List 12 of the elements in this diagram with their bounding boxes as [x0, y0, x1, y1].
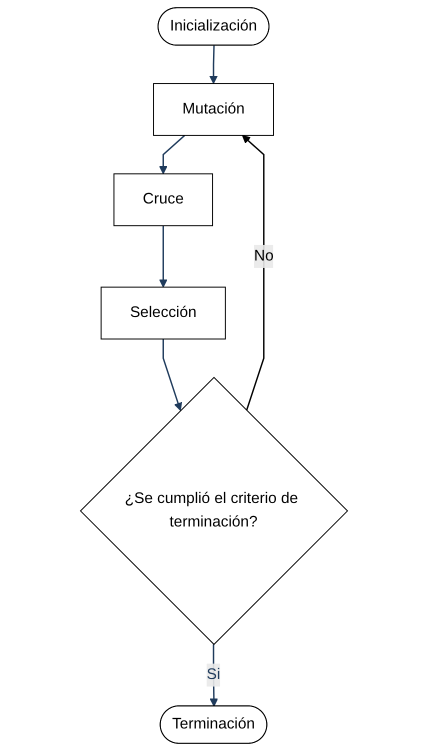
arrow	[162, 339, 182, 411]
arrow	[159, 226, 168, 288]
edge-label: Si	[206, 666, 220, 683]
node-box: Cruce	[113, 173, 214, 226]
node-box: Selección	[100, 286, 226, 340]
arrow	[209, 46, 218, 84]
edge-label: No	[254, 248, 274, 264]
arrow	[159, 134, 186, 174]
arrow	[242, 135, 265, 411]
node-diamond: ¿Se cumplió el criterio de terminación?	[80, 376, 348, 646]
arrow	[210, 644, 218, 707]
node-box: Mutación	[153, 83, 274, 136]
